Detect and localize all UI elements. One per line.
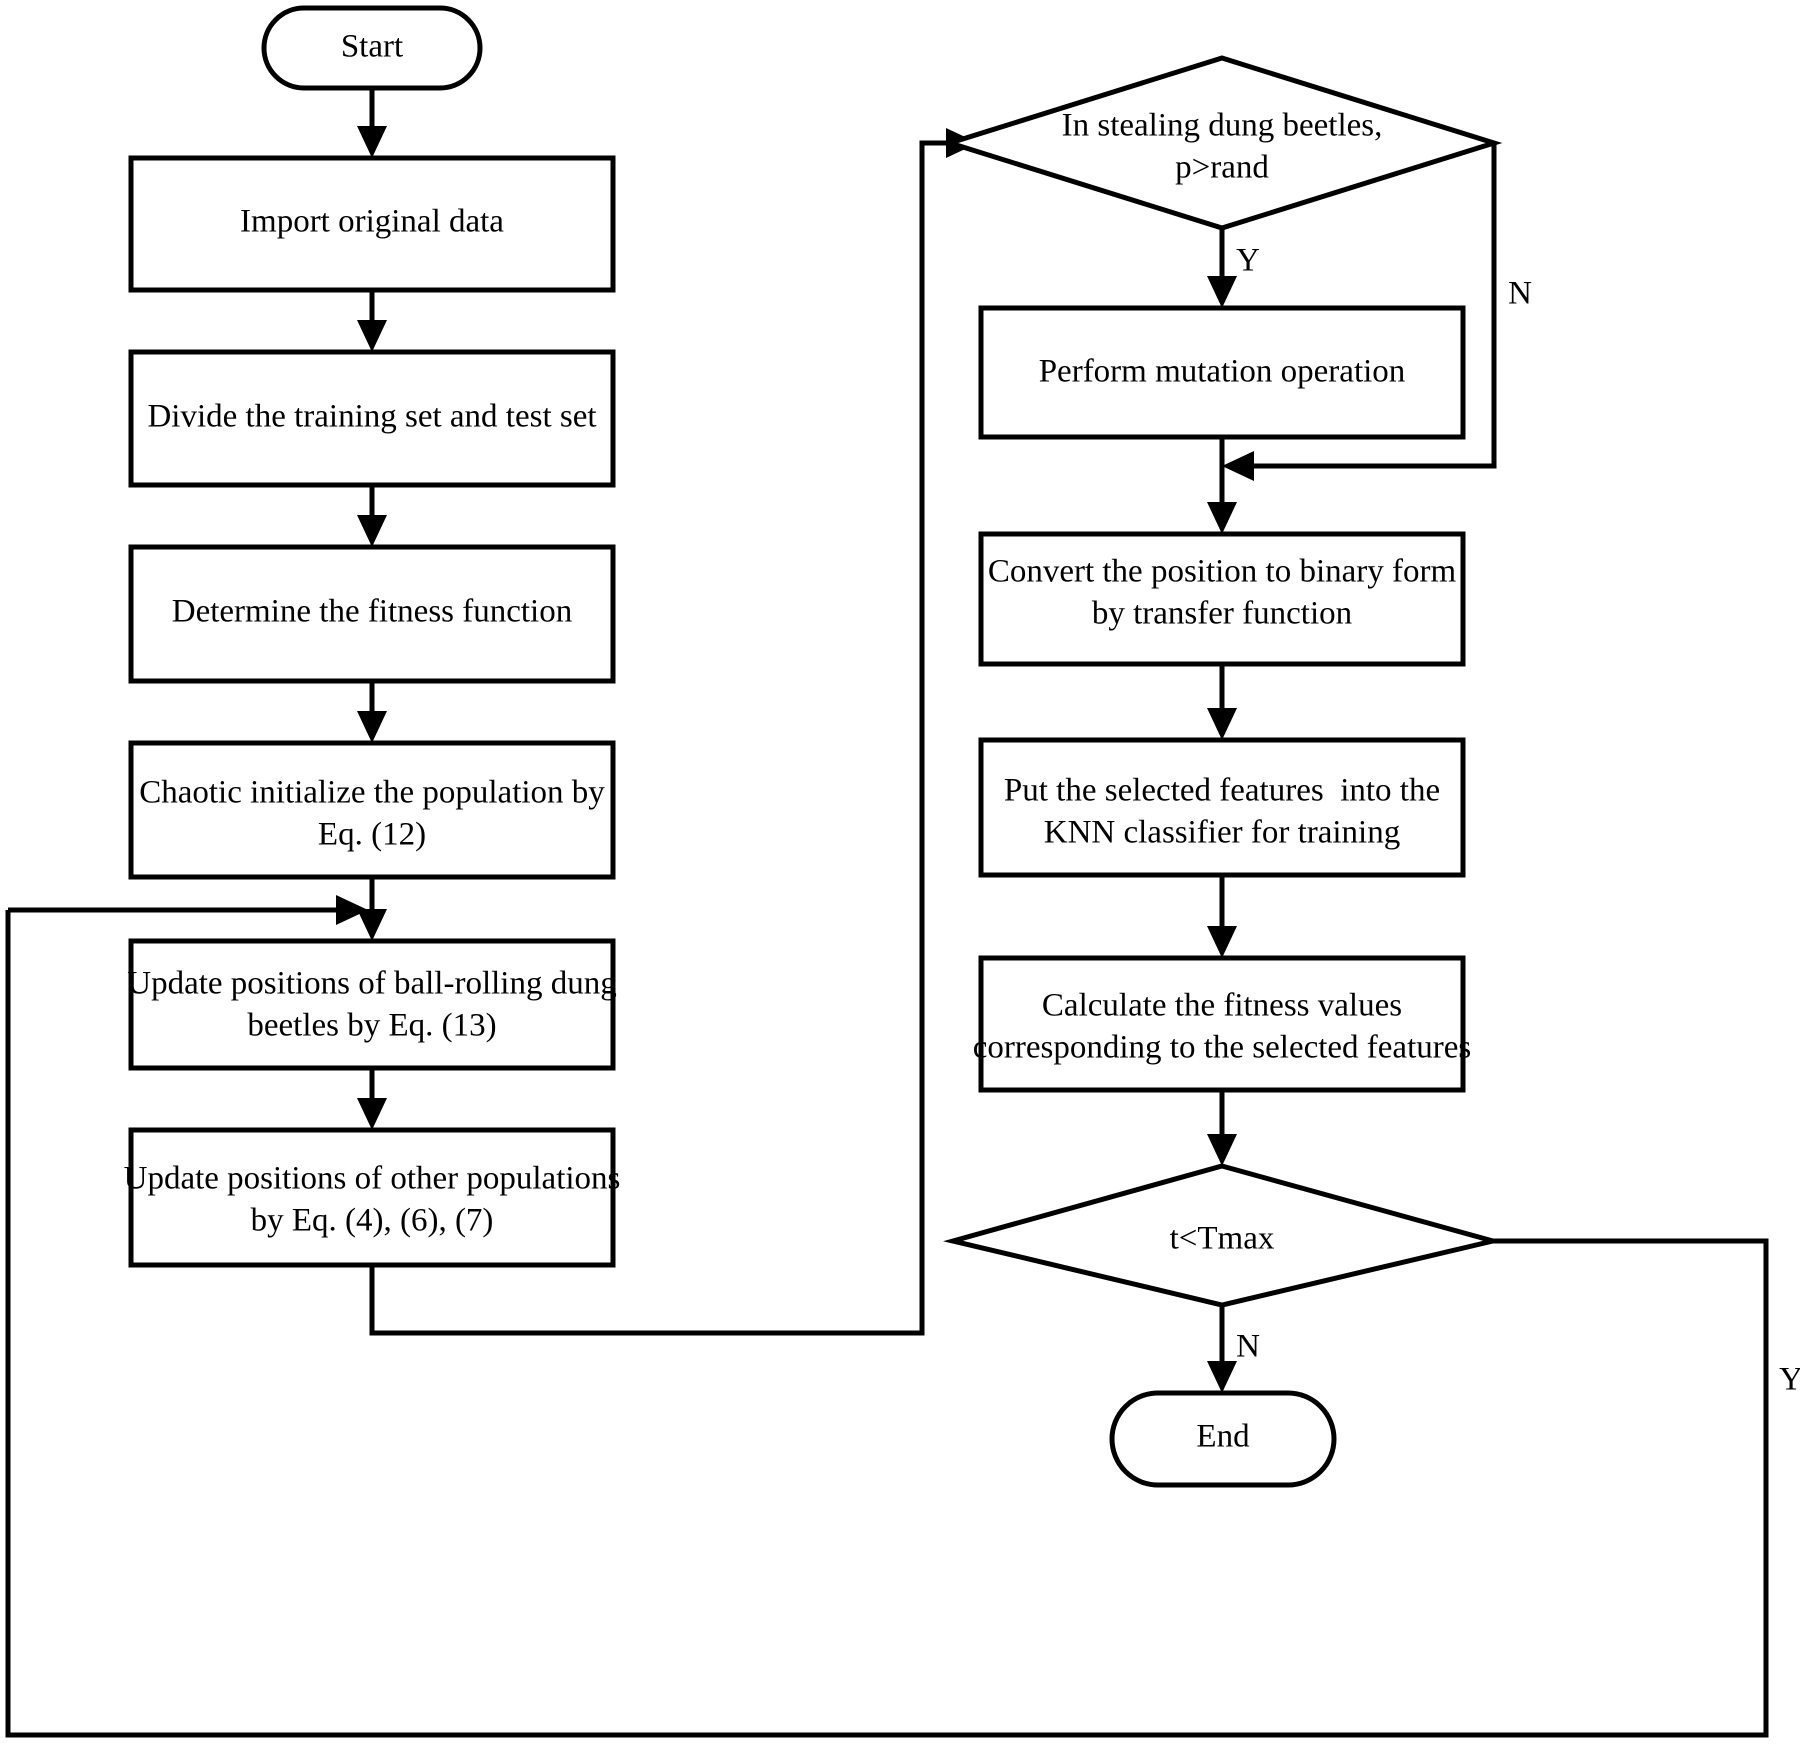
node-stealing-label-line2: p>rand [1175, 150, 1269, 186]
node-determine-fitness-function[interactable]: Determine the fitness function [128, 544, 616, 684]
node-divide-label: Divide the training set and test set [147, 399, 596, 435]
edge-mutation-to-convert [1207, 437, 1237, 534]
edge-calcfitness-to-tmax [1207, 1090, 1237, 1166]
node-tmax-decision[interactable]: t<Tmax [943, 1163, 1494, 1308]
node-convert-binary[interactable]: Convert the position to binary form by t… [978, 531, 1466, 667]
edge-loopback-to-ballrolling [8, 895, 368, 925]
edge-stealing-yes-to-mutation [1207, 228, 1237, 308]
node-fitness-label: Determine the fitness function [172, 594, 572, 630]
node-knn-label-line1: Put the selected features into the [1004, 773, 1440, 809]
node-update-other-populations[interactable]: Update positions of other populations by… [124, 1127, 621, 1268]
node-knn-classifier[interactable]: Put the selected features into the KNN c… [978, 737, 1466, 878]
node-chaotic-initialize[interactable]: Chaotic initialize the population by Eq.… [128, 740, 616, 880]
edge-label-stealing-yes: Y [1236, 243, 1260, 279]
node-otherpop-label-line2: by Eq. (4), (6), (7) [251, 1203, 494, 1239]
node-tmax-label: t<Tmax [1170, 1221, 1275, 1257]
node-import-label: Import original data [240, 204, 504, 240]
edge-tmax-no-to-end [1207, 1305, 1237, 1393]
node-otherpop-label-line1: Update positions of other populations [124, 1161, 621, 1197]
edge-stealing-no-bypass [1222, 143, 1497, 481]
edge-label-tmax-no: N [1236, 1329, 1260, 1365]
node-mutation-label: Perform mutation operation [1039, 354, 1406, 390]
node-perform-mutation[interactable]: Perform mutation operation [978, 305, 1466, 440]
edge-import-to-divide [357, 290, 387, 352]
node-calcfitness-label-line2: corresponding to the selected features [973, 1030, 1471, 1066]
node-ballrolling-label-line2: beetles by Eq. (13) [247, 1008, 496, 1044]
node-update-ball-rolling[interactable]: Update positions of ball-rolling dung be… [127, 938, 617, 1071]
node-chaotic-label-line1: Chaotic initialize the population by [139, 775, 605, 811]
node-start[interactable]: Start [261, 5, 483, 91]
node-convert-label-line1: Convert the position to binary form [988, 554, 1457, 590]
node-stealing-decision[interactable]: In stealing dung beetles, p>rand [941, 55, 1503, 231]
node-end-label: End [1196, 1419, 1250, 1455]
edge-chaotic-to-ballrolling [357, 877, 387, 941]
node-calcfitness-label-line1: Calculate the fitness values [1042, 988, 1402, 1024]
edge-knn-to-calcfitness [1207, 875, 1237, 958]
node-convert-label-line2: by transfer function [1092, 596, 1352, 632]
node-chaotic-label-line2: Eq. (12) [318, 817, 426, 853]
edge-label-tmax-yes: Y [1779, 1362, 1800, 1398]
edge-convert-to-knn [1207, 664, 1237, 740]
edge-start-to-import [357, 88, 387, 158]
node-ballrolling-label-line1: Update positions of ball-rolling dung [127, 966, 616, 1002]
edge-fitness-to-chaotic [357, 681, 387, 743]
edge-divide-to-fitness [357, 485, 387, 547]
node-import-original-data[interactable]: Import original data [128, 155, 616, 293]
node-start-label: Start [341, 29, 403, 65]
edge-ballrolling-to-otherpop [357, 1068, 387, 1130]
node-stealing-label-line1: In stealing dung beetles, [1062, 108, 1383, 144]
node-calculate-fitness[interactable]: Calculate the fitness values correspondi… [973, 955, 1471, 1093]
node-knn-label-line2: KNN classifier for training [1044, 815, 1400, 851]
edge-tmax-yes-loopback [5, 910, 1769, 1738]
edge-label-stealing-no: N [1508, 276, 1532, 312]
node-end[interactable]: End [1109, 1390, 1337, 1488]
node-divide-sets[interactable]: Divide the training set and test set [128, 349, 616, 488]
